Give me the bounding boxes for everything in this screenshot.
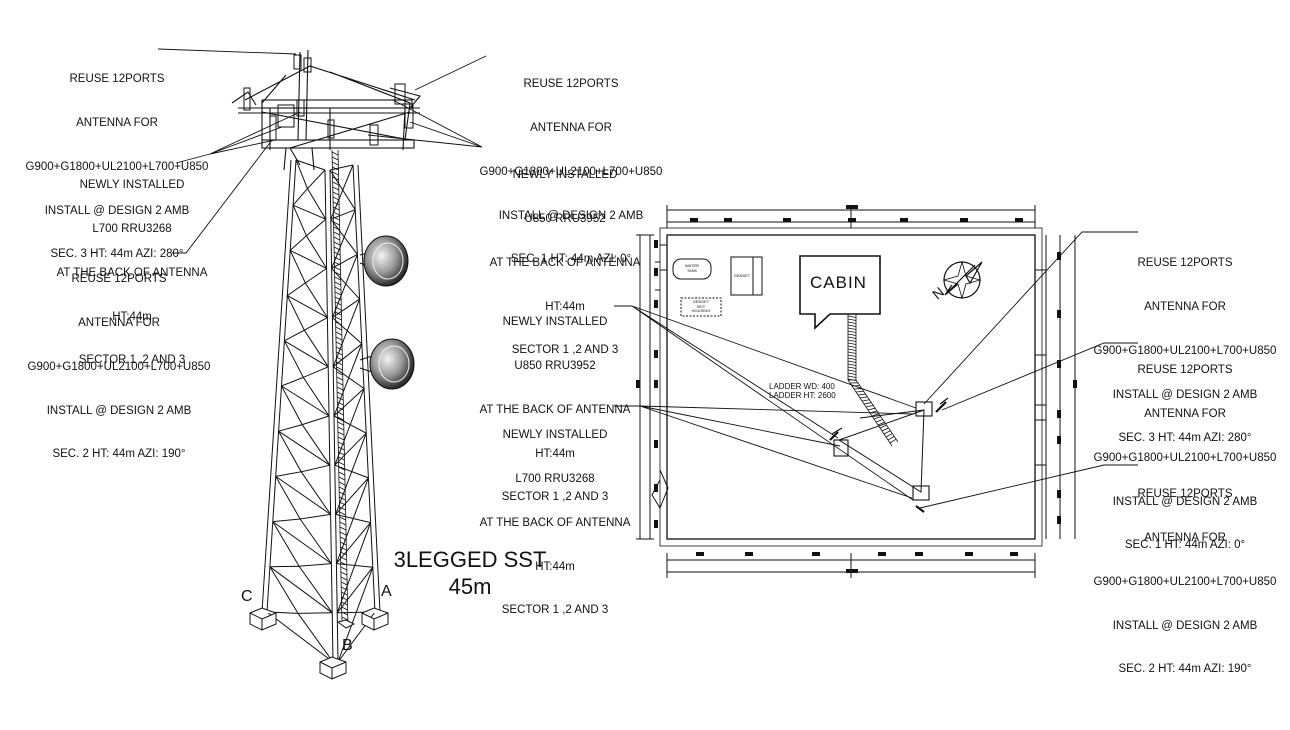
label-line: ANTENNA FOR xyxy=(1144,300,1226,313)
tower-label-sec2-antenna: REUSE 12PORTS ANTENNA FOR G900+G1800+UL2… xyxy=(8,243,230,477)
microwave-dishes xyxy=(359,235,415,390)
label-line: SEC. 1 HT: 44m AZI: 0° xyxy=(1124,539,1246,552)
lattice-tower xyxy=(231,49,421,680)
cabin-label: CABIN xyxy=(810,273,867,292)
tower-footings xyxy=(249,607,389,680)
label-line: ANTENNA FOR xyxy=(76,116,158,129)
plan-label-sec2-antenna: REUSE 12PORTS ANTENNA FOR G900+G1800+UL2… xyxy=(1080,458,1290,692)
plan-label-sec1-antenna: REUSE 12PORTS ANTENNA FOR G900+G1800+UL2… xyxy=(1080,334,1290,568)
plan-label-l700-rru: NEWLY INSTALLED L700 RRU3268 AT THE BACK… xyxy=(472,399,638,633)
label-line: G900+G1800+UL2100+L700+U850 xyxy=(479,165,663,178)
label-line: HT:44m xyxy=(535,447,575,460)
plan-label-sec3-antenna: REUSE 12PORTS ANTENNA FOR G900+G1800+UL2… xyxy=(1080,227,1290,461)
label-line: HOUSING xyxy=(691,308,711,313)
label-line: HT:44m xyxy=(545,300,585,313)
label-line: ANTENNA FOR xyxy=(78,316,160,329)
label-line: INSTALL @ DESIGN 2 AMB xyxy=(1112,495,1258,508)
label-line: LADDER WD: 400 xyxy=(769,382,835,391)
label-line: SECTOR 1 ,2 AND 3 xyxy=(511,344,619,357)
label-line: LADDER HT: 2600 xyxy=(769,391,836,400)
tower-title-height: 45m xyxy=(448,574,492,599)
tower-title: 3LEGGED SST 45m xyxy=(380,546,560,600)
label-line: SEC. 3 HT: 44m AZI: 280° xyxy=(1118,432,1252,445)
tower-label-l700-rru: NEWLY INSTALLED L700 RRU3268 AT THE BACK… xyxy=(42,149,222,383)
label-line: INSTALL @ DESIGN 2 AMB xyxy=(498,209,644,222)
label-line: INSTALL @ DESIGN 2 AMB xyxy=(1112,619,1258,632)
label-line: G900+G1800+UL2100+L700+U850 xyxy=(1093,451,1277,464)
label-line: GENSET xyxy=(692,299,710,304)
label-line: SECTOR 1 ,2 AND 3 xyxy=(501,491,609,504)
label-line: NEWLY INSTALLED xyxy=(512,169,618,182)
plan-label-u850-rru: NEWLY INSTALLED U850 RRU3952 AT THE BACK… xyxy=(472,286,638,520)
label-line: SECTOR 1 ,2 AND 3 xyxy=(501,604,609,617)
tower-label-sec1-antenna: REUSE 12PORTS ANTENNA FOR G900+G1800+UL2… xyxy=(460,48,682,282)
label-line: U850 RRU3952 xyxy=(514,359,596,372)
ladder-dimension-label: LADDER WD: 400 LADDER HT: 2600 xyxy=(769,382,836,400)
label-line: ANTENNA FOR xyxy=(1144,531,1226,544)
label-line: G900+G1800+UL2100+L700+U850 xyxy=(1093,575,1277,588)
label-line: AT THE BACK OF ANTENNA xyxy=(479,516,631,529)
label-line: SEC. 3 HT: 44m AZI: 280° xyxy=(50,248,184,261)
label-line: G900+G1800+UL2100+L700+U850 xyxy=(27,360,211,373)
tower-leg-a-label: A xyxy=(381,583,392,600)
label-line: G900+G1800+UL2100+L700+U850 xyxy=(25,160,209,173)
label-line: ANTENNA FOR xyxy=(530,121,612,134)
tower-leg-b-label: B xyxy=(342,637,353,654)
label-line: REUSE 12PORTS xyxy=(1137,488,1233,501)
tower-leg-c-label: C xyxy=(241,588,253,605)
label-line: REUSE 12PORTS xyxy=(1137,257,1233,270)
label-line: INSTALL @ DESIGN 2 AMB xyxy=(44,204,190,217)
label-line: HT:44m xyxy=(535,560,575,573)
label-line: AT THE BACK OF ANTENNA xyxy=(56,266,208,279)
tower-label-sec3-antenna: REUSE 12PORTS ANTENNA FOR G900+G1800+UL2… xyxy=(6,43,228,277)
label-line: SEC. 2 HT: 44m AZI: 190° xyxy=(52,448,186,461)
label-line: G900+G1800+UL2100+L700+U850 xyxy=(1093,344,1277,357)
tower-antennas xyxy=(243,54,414,146)
label-line: REUSE 12PORTS xyxy=(71,273,167,286)
label-line: L700 RRU3268 xyxy=(92,222,172,235)
label-line: REUSE 12PORTS xyxy=(523,78,619,91)
label-line: NOT xyxy=(696,303,706,309)
label-line: REUSE 12PORTS xyxy=(1137,364,1233,377)
label-line: U850 RRU3952 xyxy=(524,212,606,225)
site-plan xyxy=(614,205,1138,578)
label-line: INSTALL @ DESIGN 2 AMB xyxy=(46,404,192,417)
tower-title-type: 3LEGGED SST xyxy=(393,547,547,572)
label-line: SEC. 2 HT: 44m AZI: 190° xyxy=(1118,663,1252,676)
label-line: NEWLY INSTALLED xyxy=(502,316,608,329)
label-line: L700 RRU3268 xyxy=(515,472,595,485)
label-line: SECTOR 1 ,2 AND 3 xyxy=(78,354,186,367)
label-line: WATER xyxy=(685,263,699,268)
label-line: SEC. 1 HT: 44m AZI: 0° xyxy=(510,253,632,266)
label-line: AT THE BACK OF ANTENNA xyxy=(489,256,641,269)
tower-leader-lines xyxy=(157,48,487,254)
label-line: ANTENNA FOR xyxy=(1144,407,1226,420)
plan-leader-lines xyxy=(614,231,1138,509)
genset-house-label: GENSET NOT HOUSING xyxy=(682,299,720,314)
tower-top-frame xyxy=(231,49,421,171)
label-line: TANK xyxy=(686,267,698,273)
label-line: REUSE 12PORTS xyxy=(69,73,165,86)
genset-label: GENSET xyxy=(733,273,751,278)
label-line: HT:44m xyxy=(112,310,152,323)
label-line: NEWLY INSTALLED xyxy=(79,179,185,192)
tower-label-u850-rru: NEWLY INSTALLED U850 RRU3952 AT THE BACK… xyxy=(474,139,656,373)
label-line: AT THE BACK OF ANTENNA xyxy=(479,403,631,416)
label-line: NEWLY INSTALLED xyxy=(502,429,608,442)
water-tank-label: WATER TANK xyxy=(674,263,710,273)
label-line: INSTALL @ DESIGN 2 AMB xyxy=(1112,388,1258,401)
